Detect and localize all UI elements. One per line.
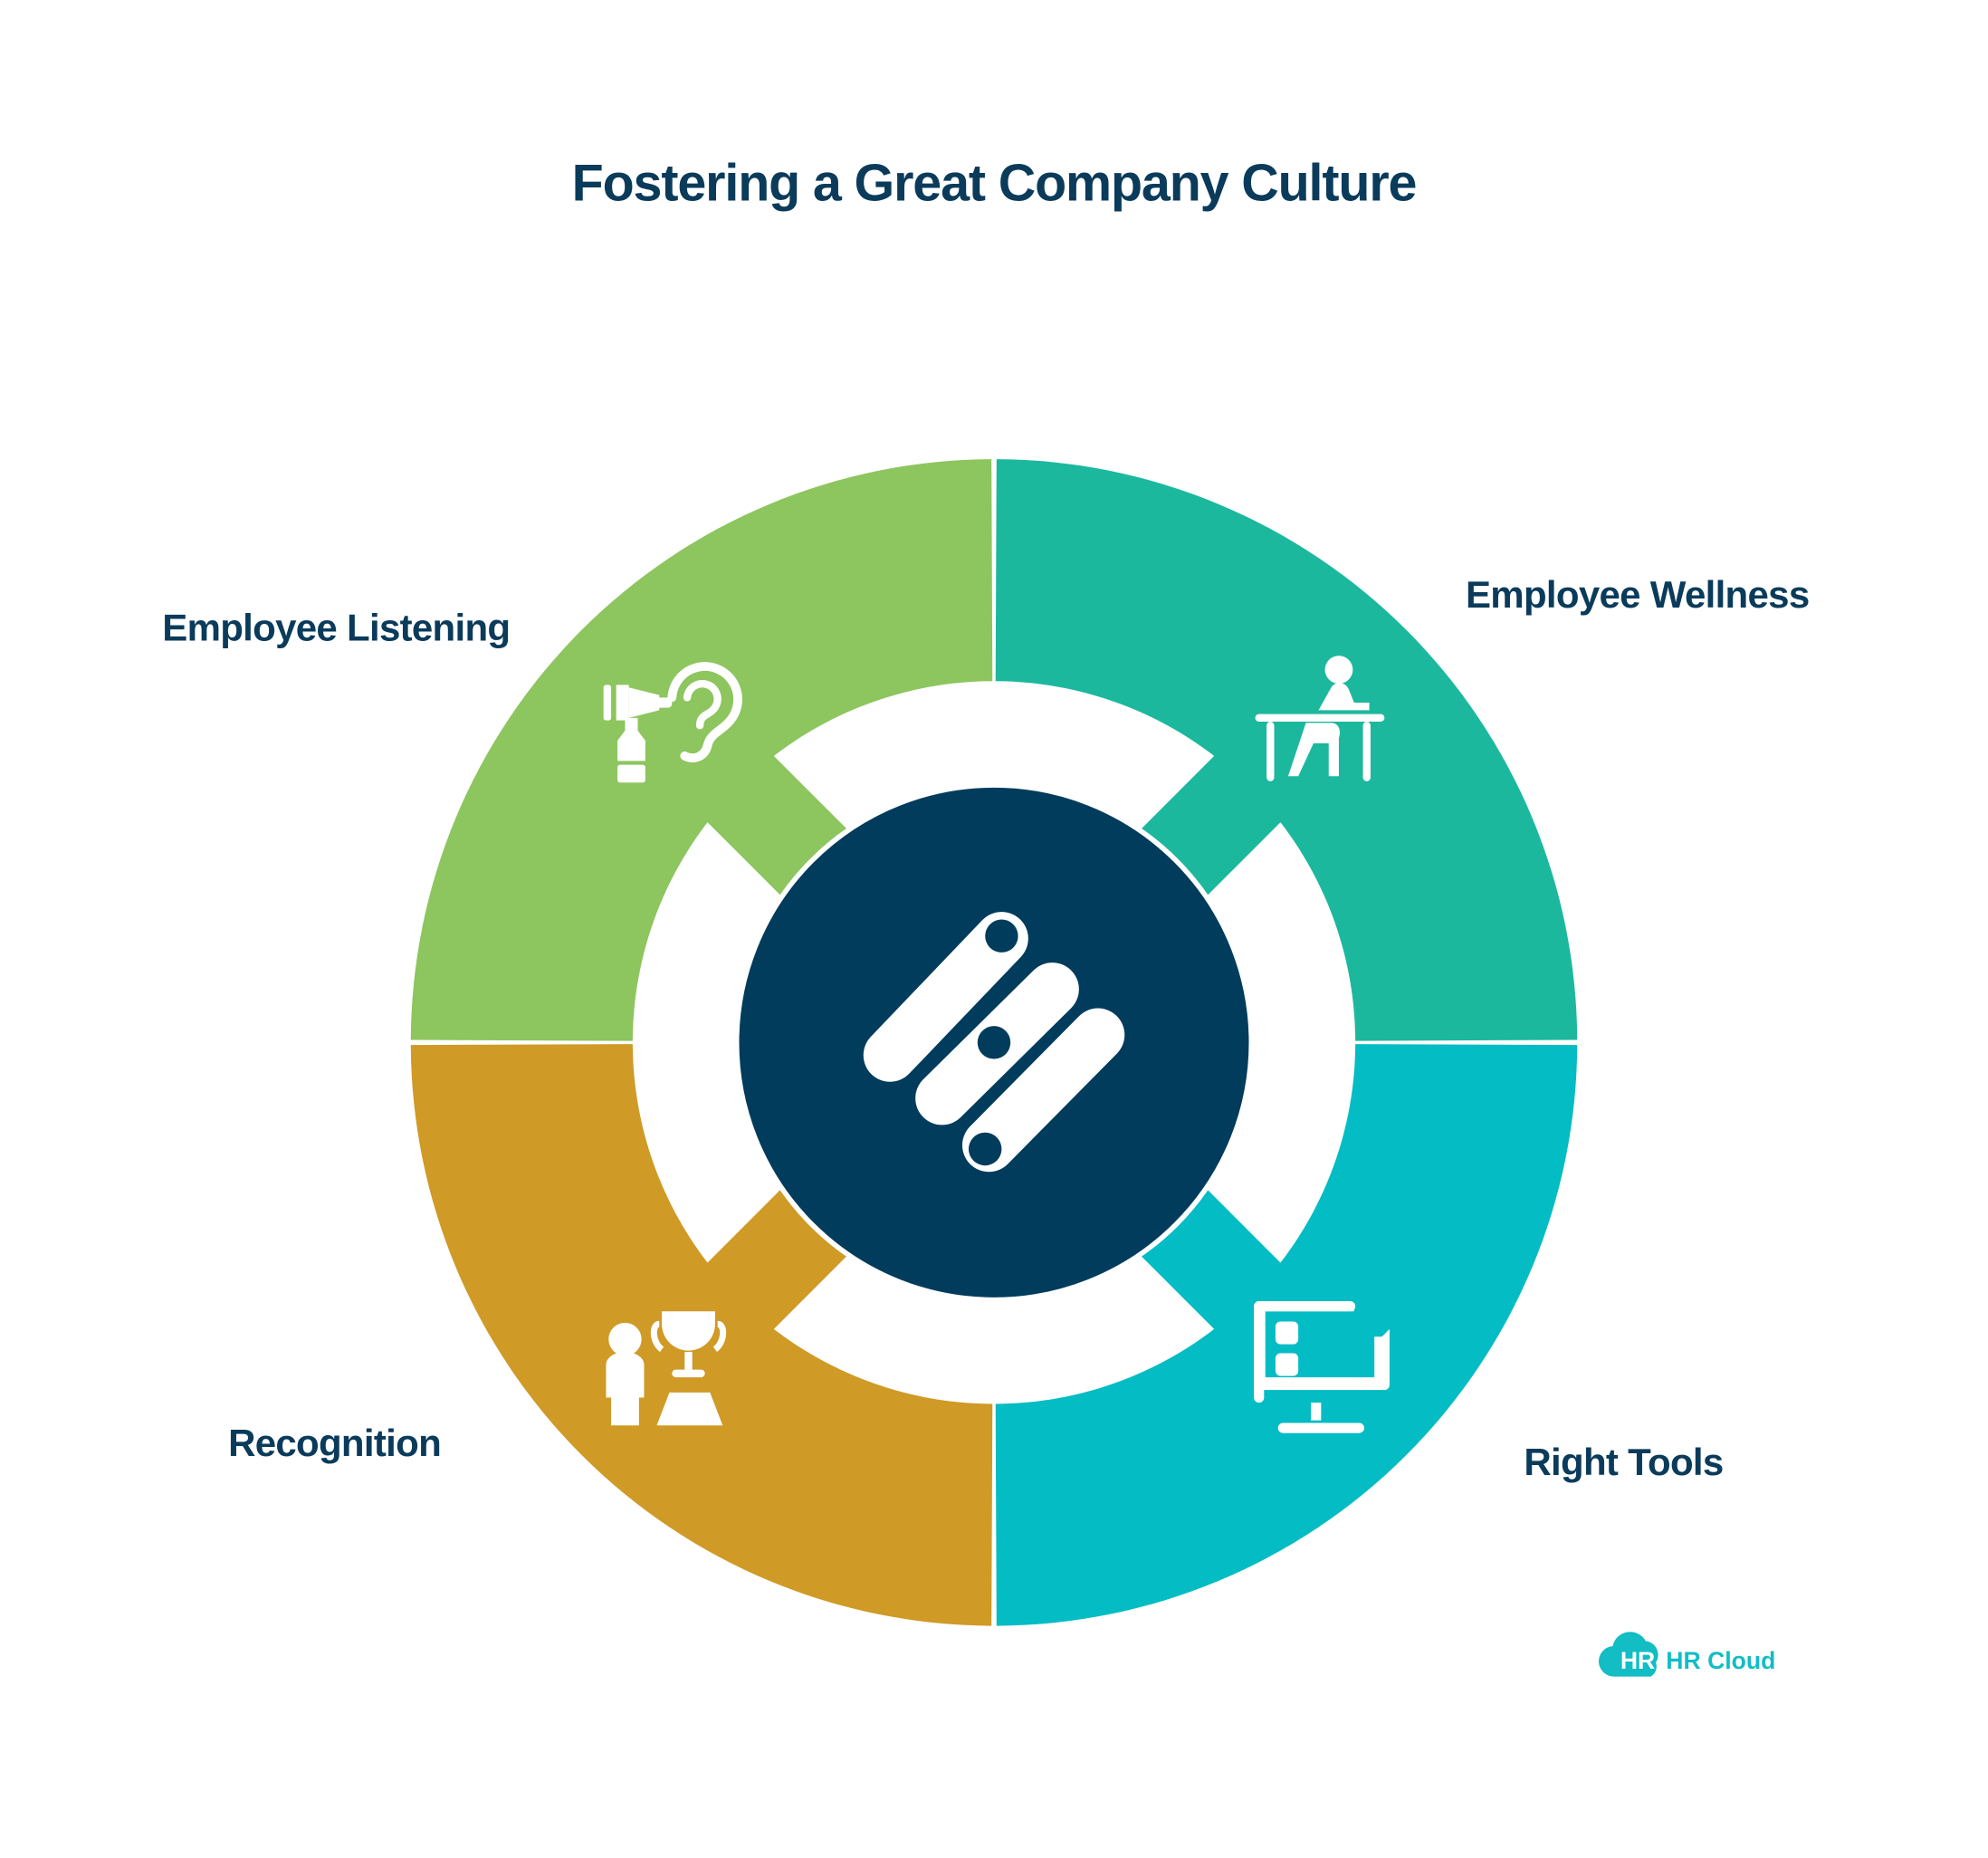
person-trophy-icon xyxy=(606,1311,727,1426)
computer-monitor-icon xyxy=(1254,1301,1390,1433)
company-logo-icon xyxy=(863,912,1125,1173)
page-title: Fostering a Great Company Culture xyxy=(572,154,1417,212)
hr-cloud-logo: HR HR Cloud xyxy=(1599,1632,1775,1677)
segment-label-right-tools: Right Tools xyxy=(1524,1441,1723,1483)
segment-label-employee-wellness: Employee Wellness xyxy=(1466,573,1810,616)
person-at-desk-icon xyxy=(1255,656,1385,781)
segment-employee-wellness xyxy=(995,459,1578,1041)
logo-name: HR Cloud xyxy=(1666,1647,1775,1674)
segment-label-recognition: Recognition xyxy=(228,1422,441,1464)
ear-hearing-test-icon xyxy=(603,662,742,783)
segment-label-employee-listening: Employee Listening xyxy=(162,606,510,648)
logo-badge-text: HR xyxy=(1620,1647,1655,1674)
